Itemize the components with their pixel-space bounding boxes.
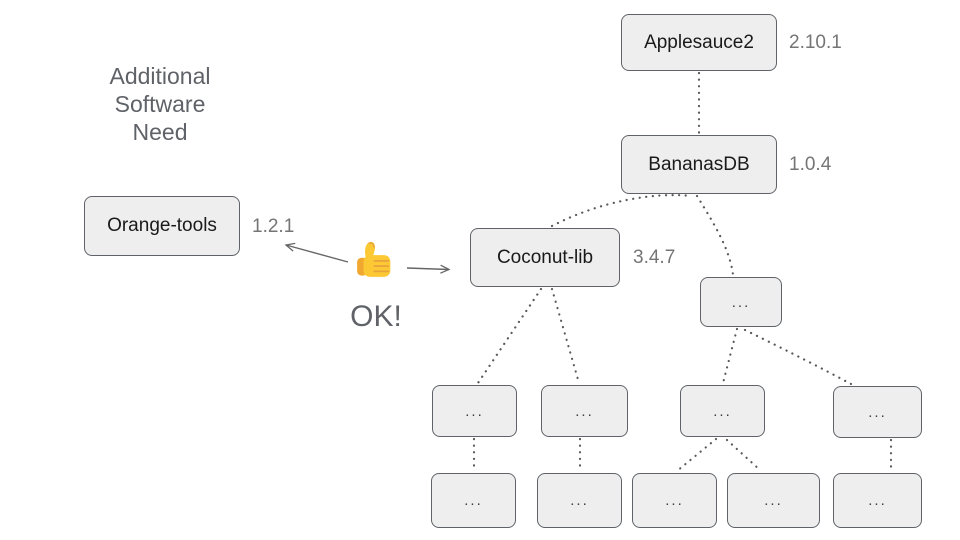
edge-bananasdb-ellipsis: [695, 194, 735, 277]
node-ellipsis-mid[interactable]: ...: [700, 277, 782, 327]
node-label: BananasDB: [648, 153, 750, 175]
node-ellipsis-row2-e[interactable]: ...: [833, 473, 922, 528]
arrow-to-coconut-lib: [406, 268, 449, 270]
version-applesauce2: 2.10.1: [789, 32, 842, 53]
version-orange-tools: 1.2.1: [252, 216, 295, 237]
edge-bananasdb-coconutlib: [550, 193, 693, 228]
node-ellipsis-row1-d[interactable]: ...: [833, 386, 922, 438]
node-label: ...: [464, 492, 483, 509]
node-ellipsis-row2-a[interactable]: ...: [431, 473, 516, 528]
version-coconut-lib: 3.4.7: [633, 247, 676, 268]
node-label: ...: [868, 492, 887, 509]
node-applesauce2[interactable]: Applesauce2: [621, 14, 777, 71]
node-label: ...: [868, 403, 887, 421]
node-ellipsis-row1-c[interactable]: ...: [680, 385, 765, 437]
node-ellipsis-row1-a[interactable]: ...: [432, 385, 517, 437]
version-bananasdb: 1.0.4: [789, 154, 832, 175]
ok-label: OK!: [350, 300, 402, 333]
edge-coconutlib-child1: [476, 287, 543, 385]
node-label: ...: [465, 402, 484, 420]
node-label: Coconut-lib: [496, 246, 594, 268]
node-label: ...: [575, 402, 594, 420]
thumbs-up-icon: [357, 241, 391, 277]
node-ellipsis-row2-c[interactable]: ...: [632, 473, 717, 528]
node-ellipsis-row2-b[interactable]: ...: [537, 473, 622, 528]
node-label: Orange-tools: [107, 215, 217, 236]
node-label: Applesauce2: [644, 31, 754, 53]
edge-coconutlib-child2: [550, 287, 581, 385]
edge-ellipsis-child2: [743, 328, 853, 386]
node-ellipsis-row1-b[interactable]: ...: [541, 385, 628, 437]
edge-row1c-row2d: [725, 438, 762, 472]
node-bananasdb[interactable]: BananasDB: [621, 135, 777, 194]
node-ellipsis-row2-d[interactable]: ...: [727, 473, 820, 528]
node-orange-tools[interactable]: Orange-tools: [84, 196, 240, 256]
node-coconut-lib[interactable]: Coconut-lib: [470, 228, 620, 287]
edge-ellipsis-child1: [721, 327, 739, 385]
arrow-to-orange-tools: [286, 245, 349, 263]
note-line: Need: [132, 119, 188, 145]
additional-software-note: Additional Software Need: [60, 62, 260, 146]
node-label: ...: [731, 293, 751, 311]
node-label: ...: [713, 402, 732, 420]
note-line: Software: [114, 91, 206, 117]
node-label: ...: [665, 492, 684, 509]
node-label: ...: [764, 492, 783, 509]
note-line: Additional: [109, 63, 211, 89]
edge-row1c-row2c: [675, 437, 718, 473]
node-label: ...: [570, 492, 589, 509]
